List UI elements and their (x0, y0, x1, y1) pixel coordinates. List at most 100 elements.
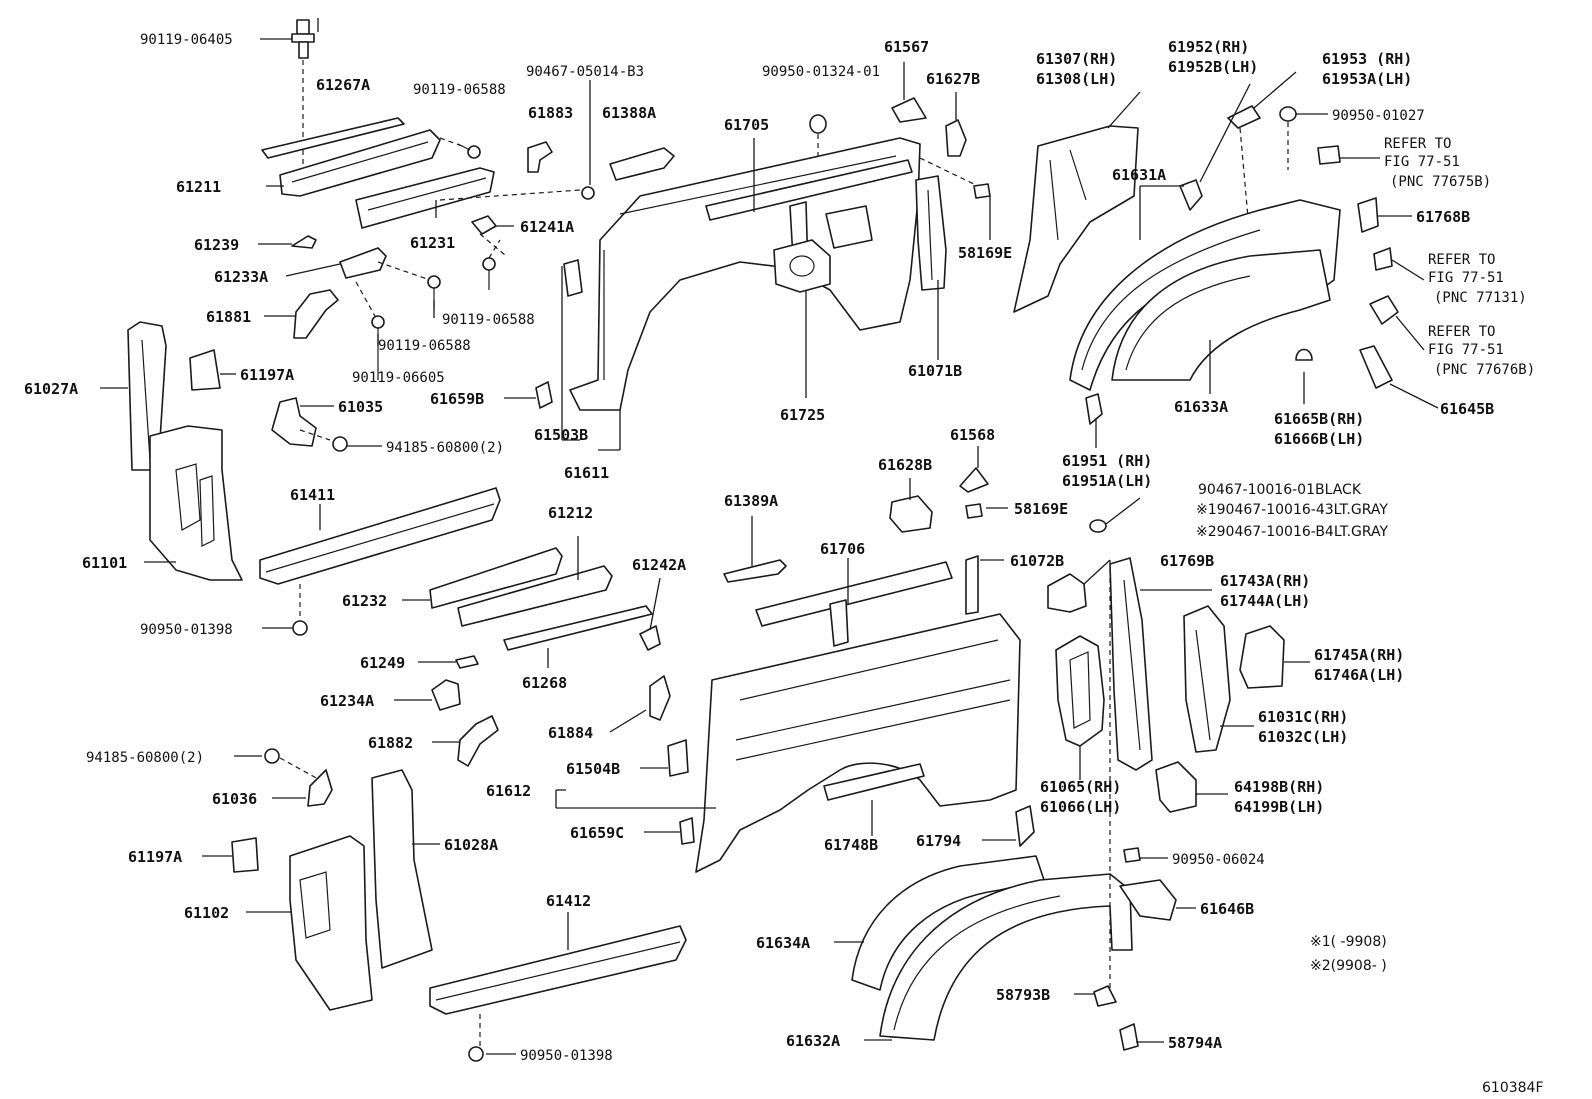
part-61706 (755, 561, 953, 627)
part-61884 (649, 675, 671, 721)
label-61101: 61101 (82, 554, 127, 572)
label-61794: 61794 (916, 832, 961, 850)
label-61659B: 61659B (430, 390, 484, 408)
label-fig-77-51-1: FIG 77-51 (1384, 154, 1460, 170)
label-61412: 61412 (546, 892, 591, 910)
label-61611: 61611 (564, 464, 609, 482)
label-61633A: 61633A (1174, 398, 1228, 416)
part-61951 (1085, 393, 1103, 425)
label-61066: 61066(LH) (1040, 798, 1121, 816)
bolt-90119-06405 (291, 19, 315, 170)
part-61503B (563, 259, 583, 297)
label-61634A: 61634A (756, 934, 810, 952)
bolt-90119-06588-a (439, 137, 481, 159)
label-61307: 61307(RH) (1036, 50, 1117, 68)
label-61197A-a: 61197A (240, 366, 294, 384)
note-2: ※2(9908- ) (1310, 958, 1387, 974)
clip-90950-01027 (1279, 106, 1297, 122)
label-61232: 61232 (342, 592, 387, 610)
label-94185-60800-a: 94185-60800(2) (386, 440, 504, 456)
label-61197A-b: 61197A (128, 848, 182, 866)
part-64198B (1155, 761, 1197, 813)
figure-id: 610384F (1482, 1080, 1544, 1096)
part-61307-61308 (1013, 125, 1139, 313)
label-64198B: 64198B(RH) (1234, 778, 1324, 796)
part-61212-rail (457, 565, 613, 627)
label-61027A: 61027A (24, 380, 78, 398)
label-61883: 61883 (528, 104, 573, 122)
part-61101 (149, 425, 243, 581)
part-61665B (1295, 348, 1313, 361)
nut-94185-a (332, 436, 348, 452)
label-90950-01398-a: 90950-01398 (140, 622, 233, 638)
label-90467-10016-01: 90467-10016-01BLACK (1198, 482, 1362, 498)
label-61882: 61882 (368, 734, 413, 752)
part-61231 (355, 167, 495, 229)
part-61659C (679, 817, 695, 845)
part-61645B (1359, 345, 1393, 389)
label-fig-77-51-2: FIG 77-51 (1428, 270, 1504, 286)
label-58169E-b: 58169E (1014, 500, 1068, 518)
part-61233A (339, 247, 387, 279)
part-61388A (609, 147, 675, 181)
label-61504B: 61504B (566, 760, 620, 778)
part-61197A-b (231, 837, 259, 873)
part-61631A (1069, 199, 1341, 391)
label-61706: 61706 (820, 540, 865, 558)
part-61881 (293, 289, 339, 339)
part-61769B (1047, 573, 1087, 613)
label-90950-01324-01: 90950-01324-01 (762, 64, 880, 80)
part-61705 (705, 159, 913, 221)
label-61746A: 61746A(LH) (1314, 666, 1404, 684)
label-refer-to-2: REFER TO (1428, 252, 1495, 268)
label-90467-10016-B4: ※290467-10016-B4LT.GRAY (1196, 524, 1389, 540)
part-61628B (889, 495, 933, 533)
note-1: ※1( -9908) (1310, 934, 1387, 950)
label-refer-to-3: REFER TO (1428, 324, 1495, 340)
label-61881: 61881 (206, 308, 251, 326)
part-61725 (773, 239, 831, 293)
part-61706-pillar (829, 599, 849, 647)
label-61242A: 61242A (632, 556, 686, 574)
label-90950-06024: 90950-06024 (1172, 852, 1265, 868)
part-61267A (261, 117, 405, 159)
label-61612: 61612 (486, 782, 531, 800)
label-61035: 61035 (338, 398, 383, 416)
label-61032C: 61032C(LH) (1258, 728, 1348, 746)
label-61745A: 61745A(RH) (1314, 646, 1404, 664)
label-61065: 61065(RH) (1040, 778, 1121, 796)
clip-90950-01398-b (468, 1046, 484, 1062)
label-90950-01027: 90950-01027 (1332, 108, 1425, 124)
label-61411: 61411 (290, 486, 335, 504)
label-64199B: 64199B(LH) (1234, 798, 1324, 816)
label-61389A: 61389A (724, 492, 778, 510)
part-61568 (959, 467, 989, 493)
part-61072B (965, 555, 979, 615)
label-61028A: 61028A (444, 836, 498, 854)
label-pnc-77131: (PNC 77131) (1434, 290, 1527, 306)
label-61666B: 61666B(LH) (1274, 430, 1364, 448)
label-90119-06588-b: 90119-06588 (442, 312, 535, 328)
part-61659B (535, 381, 553, 409)
part-61212 (429, 547, 563, 609)
label-61748B: 61748B (824, 836, 878, 854)
label-pnc-77676B: (PNC 77676B) (1434, 362, 1535, 378)
label-61031C: 61031C(RH) (1258, 708, 1348, 726)
label-61239: 61239 (194, 236, 239, 254)
label-61211: 61211 (176, 178, 221, 196)
nut-94185-b (264, 748, 280, 764)
label-61659C: 61659C (570, 824, 624, 842)
label-61744A: 61744A(LH) (1220, 592, 1310, 610)
label-90467-10016-43: ※190467-10016-43LT.GRAY (1196, 502, 1388, 518)
part-61646B (1119, 879, 1177, 921)
part-61036 (307, 769, 333, 807)
label-61951A: 61951A(LH) (1062, 472, 1152, 490)
label-61743A: 61743A(RH) (1220, 572, 1310, 590)
part-61027A (127, 321, 167, 471)
label-61646B: 61646B (1200, 900, 1254, 918)
label-61268: 61268 (522, 674, 567, 692)
part-61102 (289, 835, 373, 1011)
part-61953 (1227, 105, 1261, 129)
part-labels: 90119-06405 61267A 90119-06588 90467-050… (24, 32, 1544, 1096)
